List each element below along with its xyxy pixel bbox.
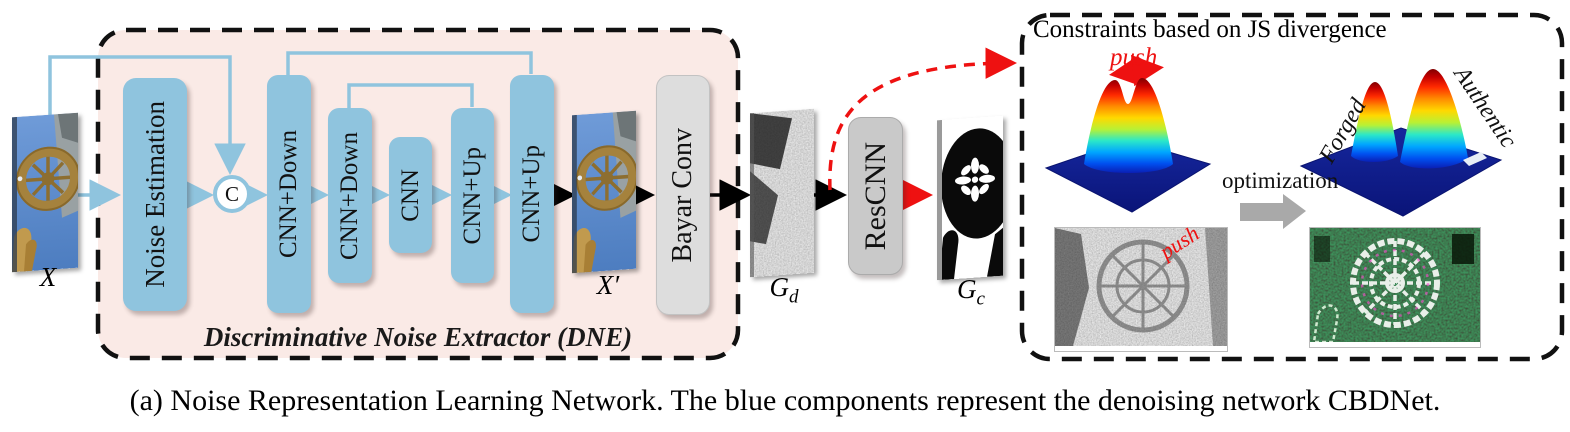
js-surface-after [1295,52,1510,229]
block-cnn-label: CNN [396,168,424,222]
label-gd: Gd [769,272,799,308]
skip-down2-to-up1 [347,83,474,108]
concat-label: C [224,181,239,206]
block-cnn-down-1: CNN+Down [267,75,311,313]
push-right-arrow [1130,54,1164,87]
dne-title: Discriminative Noise Extractor (DNE) [203,322,633,352]
block-cnn-down-2-label: CNN+Down [336,131,363,260]
constraints-title: Constraints based on JS divergence [1033,16,1387,43]
denoised-image-xprime [572,111,636,273]
block-cnn-up-1-label: CNN+Up [458,146,486,245]
block-rescnn: ResCNN [848,117,903,275]
block-noise-estimation: Noise Estimation [123,78,187,311]
label-x: X [39,262,57,292]
block-rescnn-label: ResCNN [858,141,892,251]
push-top-label: push [1110,44,1158,71]
skip-x-to-concat [48,55,246,175]
optimization-arrow [1240,194,1306,229]
block-cnn-down-2: CNN+Down [328,108,372,283]
push-left-arrow [1109,55,1143,87]
js-surface-before [1038,64,1218,221]
skip-connections [48,51,533,175]
block-cnn-up-2-label: CNN+Up [518,145,545,243]
block-cnn-up-1: CNN+Up [451,108,494,283]
noise-map-after [1310,228,1480,347]
block-bayar-conv: Bayar Conv [656,75,710,315]
label-gc: Gc [957,274,985,310]
noise-map-before [1055,228,1227,351]
concat-node: C [213,175,251,213]
gc-mask-image [937,115,1003,281]
block-noise-estimation-label: Noise Estimation [139,101,170,288]
figure-caption: (a) Noise Representation Learning Networ… [129,384,1441,417]
block-bayar-conv-label: Bayar Conv [667,127,698,263]
block-cnn: CNN [389,137,432,253]
block-cnn-up-2: CNN+Up [510,75,554,313]
input-image-x [12,113,78,273]
label-xprime: X′ [596,270,620,300]
arrow-gd-to-constraints [828,47,1017,191]
block-cnn-down-1-label: CNN+Down [275,130,302,258]
red-dashed-arrows [828,47,1017,211]
optimization-label: optimization [1222,168,1339,193]
push-top-arrows [1109,54,1164,87]
gd-noise-image [750,108,814,278]
skip-down1-to-up2 [286,51,533,75]
